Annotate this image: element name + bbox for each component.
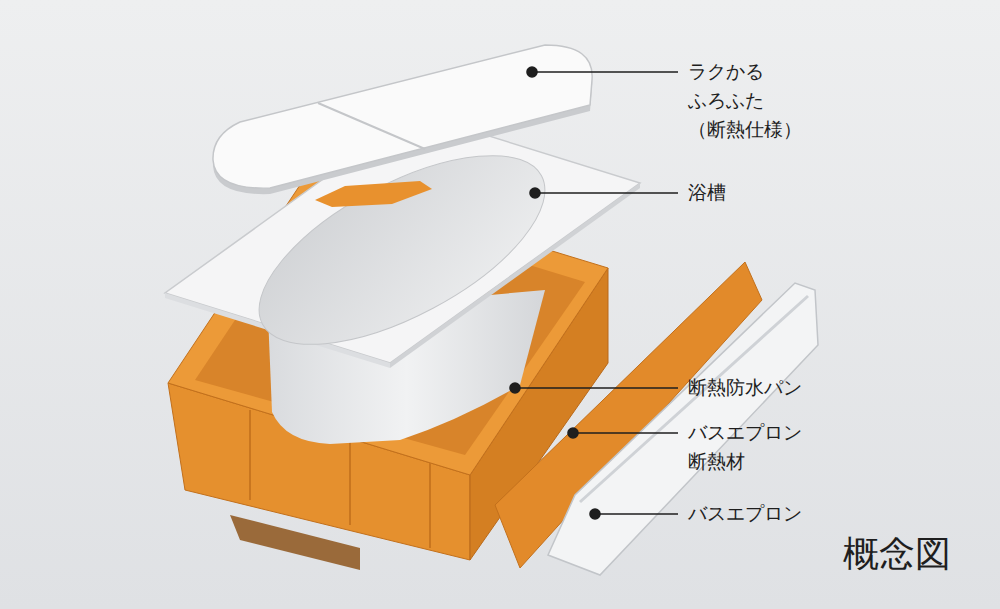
part-label: 浴槽: [688, 178, 726, 207]
leader-lines: [510, 67, 678, 519]
part-label: バスエプロン 断熱材: [688, 418, 813, 476]
part-label: ラクかる ふろふた （断熱仕様）: [688, 57, 813, 144]
apron-figure: [495, 262, 818, 575]
lid-figure: [213, 45, 592, 207]
part-label: バスエプロン: [688, 499, 802, 528]
figure-note: 概念図: [843, 532, 951, 576]
part-label: 断熱防水パン: [688, 373, 802, 402]
